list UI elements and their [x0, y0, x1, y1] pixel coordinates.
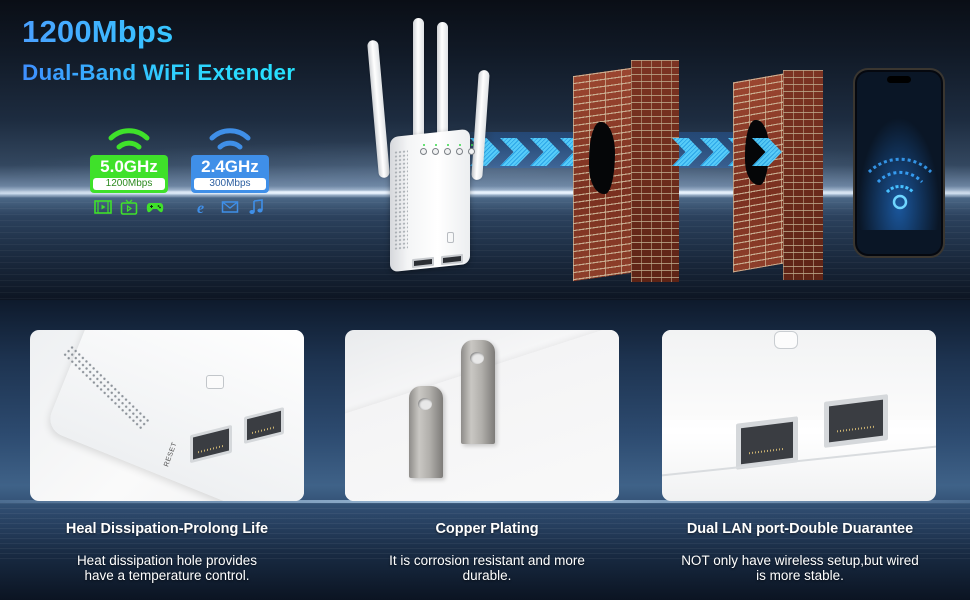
- mail-icon: [221, 199, 239, 215]
- feature-image-dual-lan: [662, 330, 936, 501]
- feature-description-line: It is corrosion resistant and more: [389, 553, 585, 568]
- wifi-led-icon: [444, 144, 451, 155]
- power-led-icon: [420, 144, 427, 155]
- sea-texture: [0, 503, 970, 563]
- wps-led-icon: [432, 144, 439, 155]
- smartphone: [853, 68, 945, 258]
- feature-description-line: have a temperature control.: [84, 568, 250, 583]
- horizon-glint: [0, 500, 970, 503]
- heat-vents: [394, 149, 408, 251]
- wps-button: [774, 331, 798, 349]
- lan-port: [824, 394, 888, 448]
- horizon-line: [0, 191, 970, 194]
- wifi-icon: [867, 157, 933, 210]
- band-speed: 1200Mbps: [93, 178, 165, 190]
- wan-led-icon: [468, 144, 475, 155]
- case-seam: [662, 445, 936, 477]
- band-badge: 5.0GHz 1200Mbps: [90, 155, 168, 193]
- band-5ghz: 5.0GHz 1200Mbps: [90, 124, 168, 215]
- music-icon: [247, 199, 265, 215]
- headline-speed: 1200Mbps: [22, 14, 174, 49]
- band-24ghz: 2.4GHz 300Mbps e: [191, 124, 269, 217]
- feature-description-line: durable.: [462, 568, 512, 583]
- lan-led-icon: [456, 144, 463, 155]
- feature-description-line: is more stable.: [756, 568, 844, 583]
- feature-description-line: Heat dissipation hole provides: [76, 553, 258, 568]
- band-badge: 2.4GHz 300Mbps: [191, 155, 269, 193]
- feature-title: Copper Plating: [435, 521, 539, 537]
- video-icon: [94, 199, 112, 215]
- wps-button: [447, 232, 454, 243]
- feature-description: NOT only have wireless setup,but wired i…: [640, 553, 960, 583]
- headline-product: Dual-Band WiFi Extender: [22, 60, 296, 85]
- plug-prong: [461, 340, 495, 444]
- feature-description: It is corrosion resistant and more durab…: [327, 553, 647, 583]
- browser-icon: e: [195, 199, 213, 217]
- feature-title: Dual LAN port-Double Duarantee: [686, 521, 914, 537]
- phone-notch: [887, 76, 911, 83]
- hero-banner: 1200Mbps Dual-Band WiFi Extender 5.0GHz …: [0, 0, 970, 300]
- wifi-signal-icon: [209, 128, 251, 150]
- wps-button: [206, 375, 224, 389]
- status-leds: [420, 144, 475, 155]
- antenna: [413, 18, 424, 153]
- feature-image-heat-dissipation: RESET: [30, 330, 304, 501]
- band-frequency: 5.0GHz: [100, 157, 158, 176]
- band-speed: 300Mbps: [194, 178, 266, 190]
- feature-title: Heal Dissipation-Prolong Life: [65, 521, 269, 537]
- band-frequency: 2.4GHz: [201, 157, 259, 176]
- feature-image-copper-plating: [345, 330, 619, 501]
- gamepad-icon: [146, 199, 164, 215]
- wifi-signal-icon: [108, 128, 150, 150]
- tv-icon: [120, 199, 138, 215]
- plug-prong: [409, 386, 443, 478]
- extender-top: [662, 330, 936, 420]
- feature-description-line: NOT only have wireless setup,but wired: [681, 553, 919, 568]
- antenna: [437, 22, 448, 152]
- feature-description: Heat dissipation hole provides have a te…: [7, 553, 327, 583]
- svg-text:e: e: [197, 200, 204, 215]
